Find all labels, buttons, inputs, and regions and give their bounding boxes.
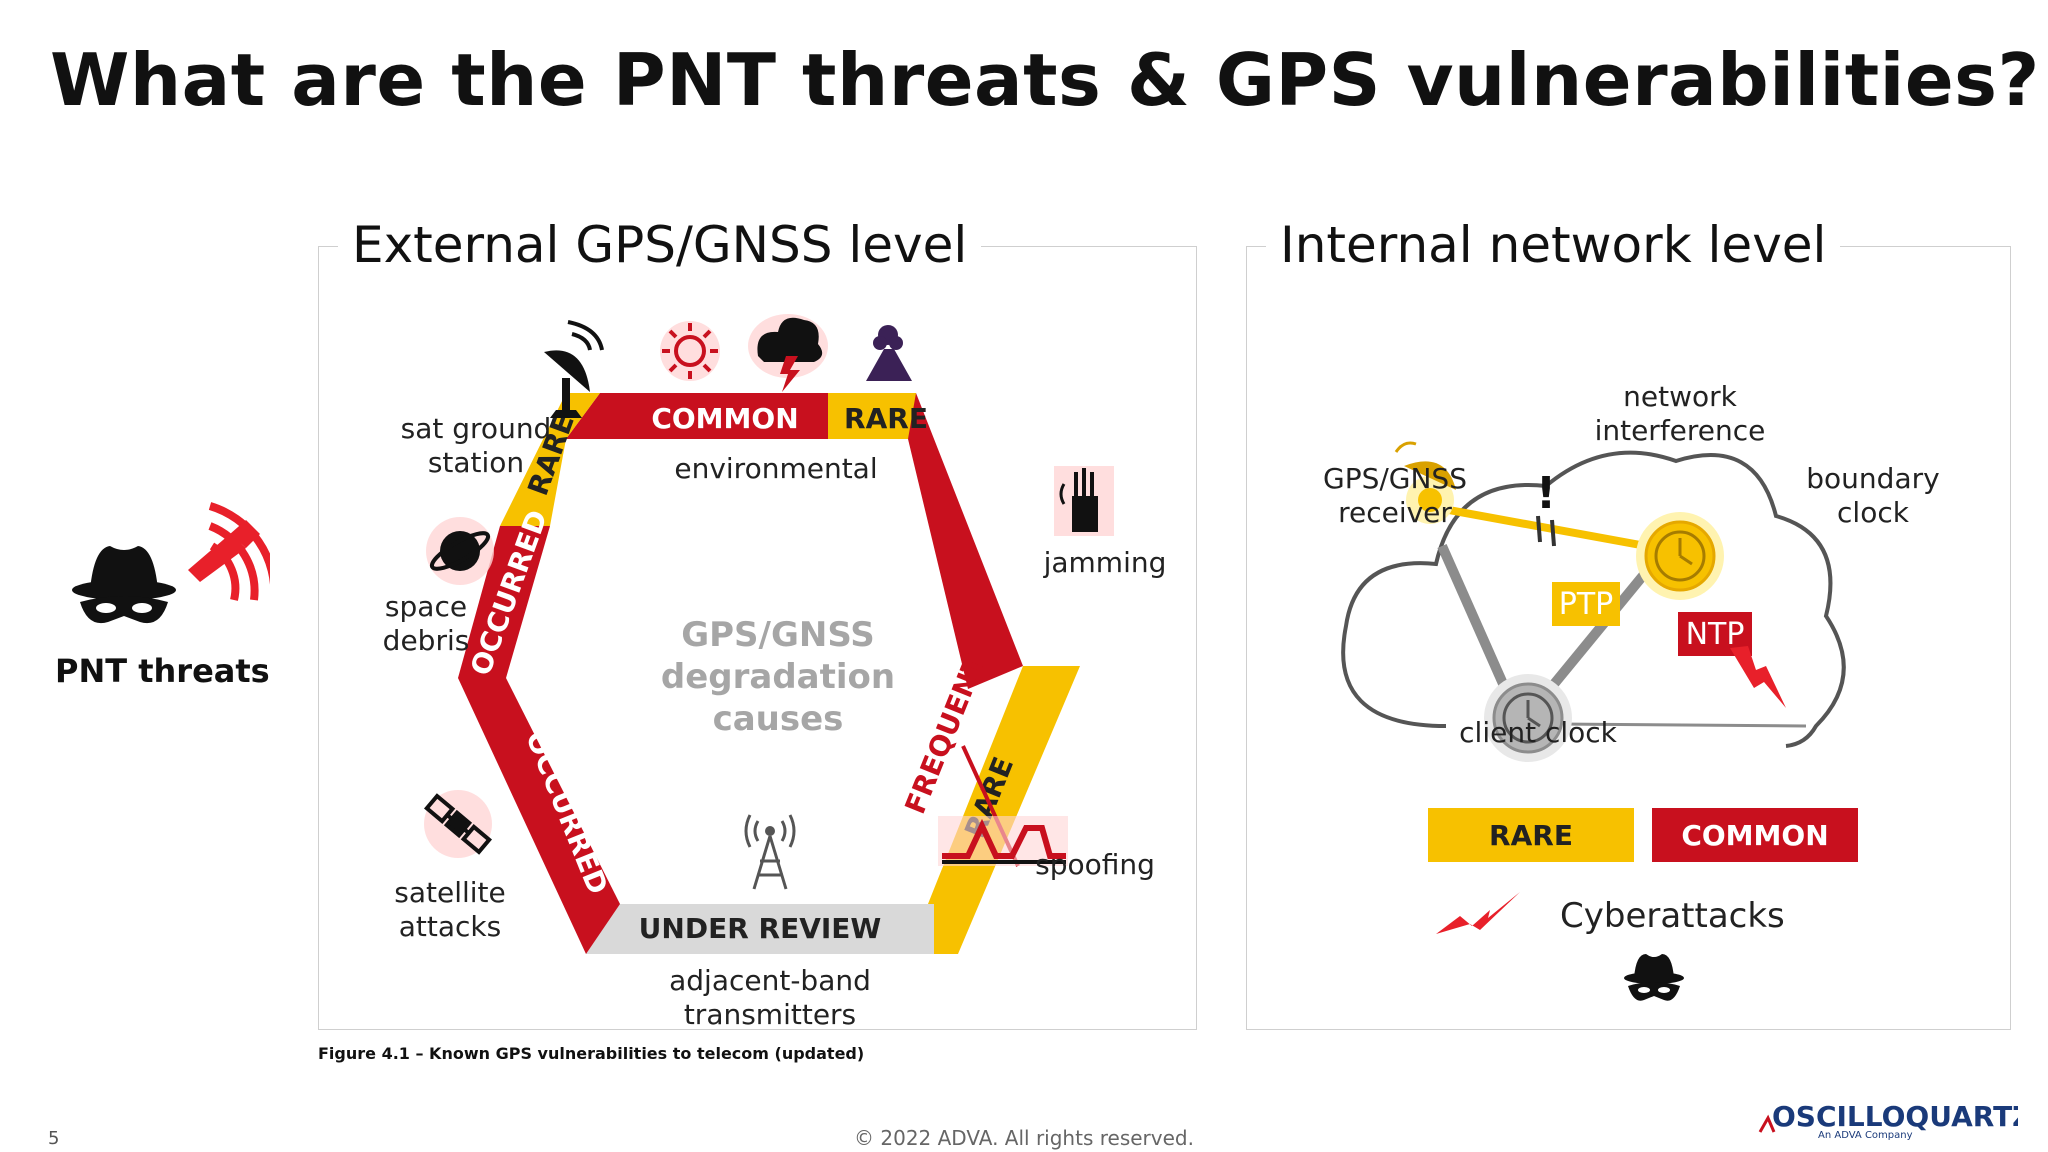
hexagon-diagram: COMMON RARE COMMON RARE FREQUENT UNDER R… [423, 314, 1114, 954]
copyright: © 2022 ADVA. All rights reserved. [854, 1126, 1194, 1150]
line-receiver-boundary [1415, 500, 1647, 550]
jammer-icon [1054, 466, 1114, 536]
storm-icon [748, 314, 828, 392]
segment-right-upper [908, 393, 1023, 689]
page-number: 5 [48, 1128, 60, 1149]
segment-bottom [586, 904, 934, 954]
segment-left-lower [458, 678, 620, 954]
center-line-3: causes [713, 699, 844, 739]
client-clock-icon [1484, 674, 1572, 762]
volcano-icon [866, 325, 912, 381]
ptp-badge [1552, 582, 1620, 626]
center-line-2: degradation [661, 657, 895, 697]
label-cyberattacks: Cyberattacks [1560, 896, 1785, 936]
label-adjacent-band: adjacent-band transmitters [669, 964, 871, 1031]
interference-break-icon: ! [1536, 468, 1556, 547]
label-boundary-clock: boundary clock [1806, 462, 1940, 529]
pnt-threats-label: PNT threats [55, 652, 270, 690]
label-satellite-attacks: satellite attacks [394, 876, 506, 943]
oscilloquartz-logo: OSCILLOQUARTZ An ADVA Company [1758, 1098, 2032, 1141]
hacker-icon [1624, 954, 1684, 1001]
label-client-clock: client clock [1459, 716, 1617, 749]
receiver-dish-icon [1394, 441, 1456, 524]
ptp-label: PTP [1559, 587, 1614, 622]
tower-icon [744, 814, 796, 890]
label-environmental: environmental [674, 452, 878, 485]
segment-top-common [566, 393, 828, 439]
internal-panel-title: Internal network level [1266, 216, 1841, 274]
network-diagram: ! PTP NTP RARE COMMON [1341, 441, 1858, 1001]
label-space-debris: space debris [382, 590, 470, 657]
seg-label-top-common: COMMON [651, 402, 798, 435]
line-receiver-client [1437, 543, 1509, 689]
seg-label-top-rare: RARE [844, 402, 928, 435]
boundary-clock-icon [1636, 512, 1724, 600]
cyberattacks-lightning-icon [1436, 892, 1520, 934]
legend-rare [1428, 808, 1634, 862]
segment-upper-left [500, 393, 600, 526]
exclaim-mark: ! [1536, 468, 1556, 519]
segment-left-upper [458, 526, 550, 678]
label-network-interference: network interference [1594, 380, 1766, 447]
planet-icon [426, 517, 494, 585]
legend-common [1652, 808, 1858, 862]
spoofing-wave-icon [938, 816, 1068, 866]
label-spoofing: spoofing [1035, 848, 1155, 881]
svg-text:An ADVA Company: An ADVA Company [1818, 1130, 1913, 1140]
sun-icon [660, 321, 720, 381]
label-sat-ground-station: sat ground station [400, 412, 552, 479]
seg-label-bottom: UNDER REVIEW [639, 912, 882, 945]
figure-caption: Figure 4.1 – Known GPS vulnerabilities t… [318, 1044, 865, 1063]
segment-top-rare [828, 393, 916, 439]
cyber-lightning-icon [1730, 646, 1786, 708]
label-jamming: jamming [1043, 546, 1167, 579]
cloud-outline [1341, 450, 1846, 748]
line-client-right [1555, 722, 1807, 728]
legend-rare-label: RARE [1489, 819, 1573, 852]
svg-text:OSCILLOQUARTZ: OSCILLOQUARTZ [1772, 1100, 2018, 1133]
center-line-1: GPS/GNSS [681, 615, 875, 655]
satellite-dish-icon [544, 320, 604, 418]
label-gnss-receiver: GPS/GNSS receiver [1323, 462, 1467, 529]
ntp-label: NTP [1686, 617, 1745, 652]
external-panel-title: External GPS/GNSS level [338, 216, 982, 274]
pnt-threats-icon [72, 502, 270, 624]
satellite-icon [423, 790, 493, 858]
page-title: What are the PNT threats & GPS vulnerabi… [50, 38, 2040, 122]
legend-common-label: COMMON [1681, 819, 1828, 852]
